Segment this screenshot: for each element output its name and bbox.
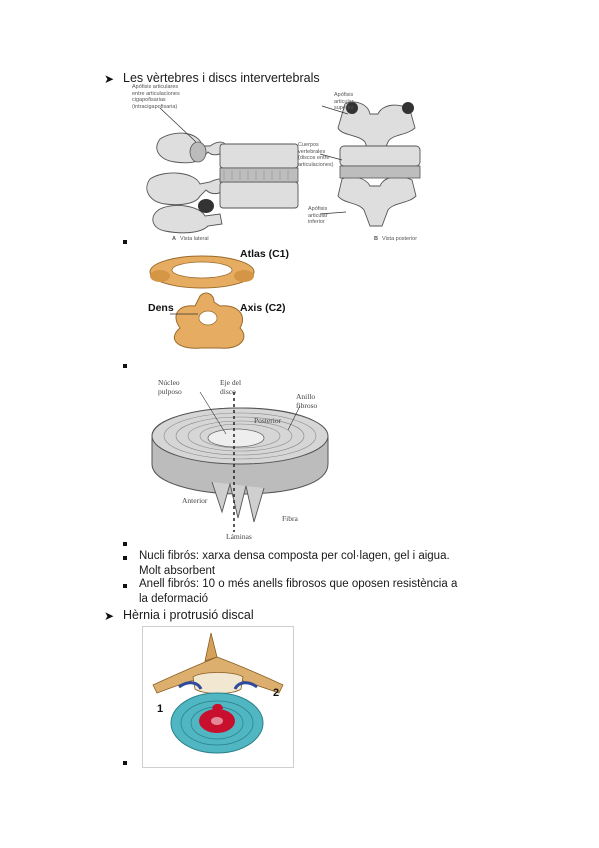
caption-letter-a: A [172, 236, 176, 242]
section-heading-hernia: Hèrnia i protrusió discal [123, 608, 254, 622]
bullet-nucli-fibros: Nucli fibrós: xarxa densa composta per c… [139, 550, 450, 577]
atlas-axis-figure: Atlas (C1) Dens Axis (C2) [140, 244, 310, 364]
label-dens: Dens [148, 302, 174, 314]
label-atlas: Atlas (C1) [240, 248, 290, 260]
caption-vista-posterior: Vista posterior [382, 236, 418, 242]
caption-vista-lateral: Vista lateral [180, 236, 209, 242]
atlas-axis-illustration [149, 255, 255, 349]
label-hernia-1: 1 [157, 703, 164, 715]
disc-illustration [151, 391, 329, 532]
label-apofisis-inferior: Apófisis articular inferior [308, 206, 328, 225]
label-anterior: Anterior [182, 496, 208, 505]
caption-letter-b: B [374, 236, 378, 242]
label-posterior: Posterior [254, 416, 282, 425]
label-hernia-2: 2 [273, 687, 280, 699]
label-axis: Axis (C2) [240, 302, 286, 314]
label-apofisis-superior: Apófisis articular superior [334, 92, 354, 111]
hernia-figure: 1 2 [142, 626, 294, 768]
disc-figure: Núcleo pulposo Eje del disco Anillo fibr… [140, 372, 340, 541]
square-bullet-icon [123, 761, 127, 765]
label-nucleo-pulposo: Núcleo pulposo [158, 378, 182, 396]
hernia-illustration [152, 632, 284, 754]
square-bullet-icon [123, 542, 127, 546]
label-laminas: Láminas [226, 532, 252, 541]
label-apofisis-articulares: Apófisis articulares entre articulacione… [132, 84, 180, 110]
bullet-anell-fibros: Anell fibrós: 10 o més anells fibrosos q… [139, 578, 458, 605]
square-bullet-icon [123, 584, 127, 588]
label-cuerpos-vertebrales: Cuerpos vertebrales (discos entre articu… [298, 142, 334, 168]
label-anillo-fibroso: Anillo fibroso [296, 392, 318, 410]
arrow-bullet-icon: ➤ [104, 609, 115, 623]
vertebrae-illustration [146, 101, 421, 234]
arrow-bullet-icon: ➤ [104, 72, 115, 86]
square-bullet-icon [123, 364, 127, 368]
square-bullet-icon [123, 240, 127, 244]
square-bullet-icon [123, 556, 127, 560]
section-heading-vertebrae: Les vèrtebres i discs intervertebrals [123, 71, 320, 85]
label-fibra: Fibra [282, 514, 298, 523]
label-eje-disco: Eje del disco [220, 378, 242, 396]
vertebrae-figure: Apófisis articulares entre articulacione… [120, 84, 440, 249]
